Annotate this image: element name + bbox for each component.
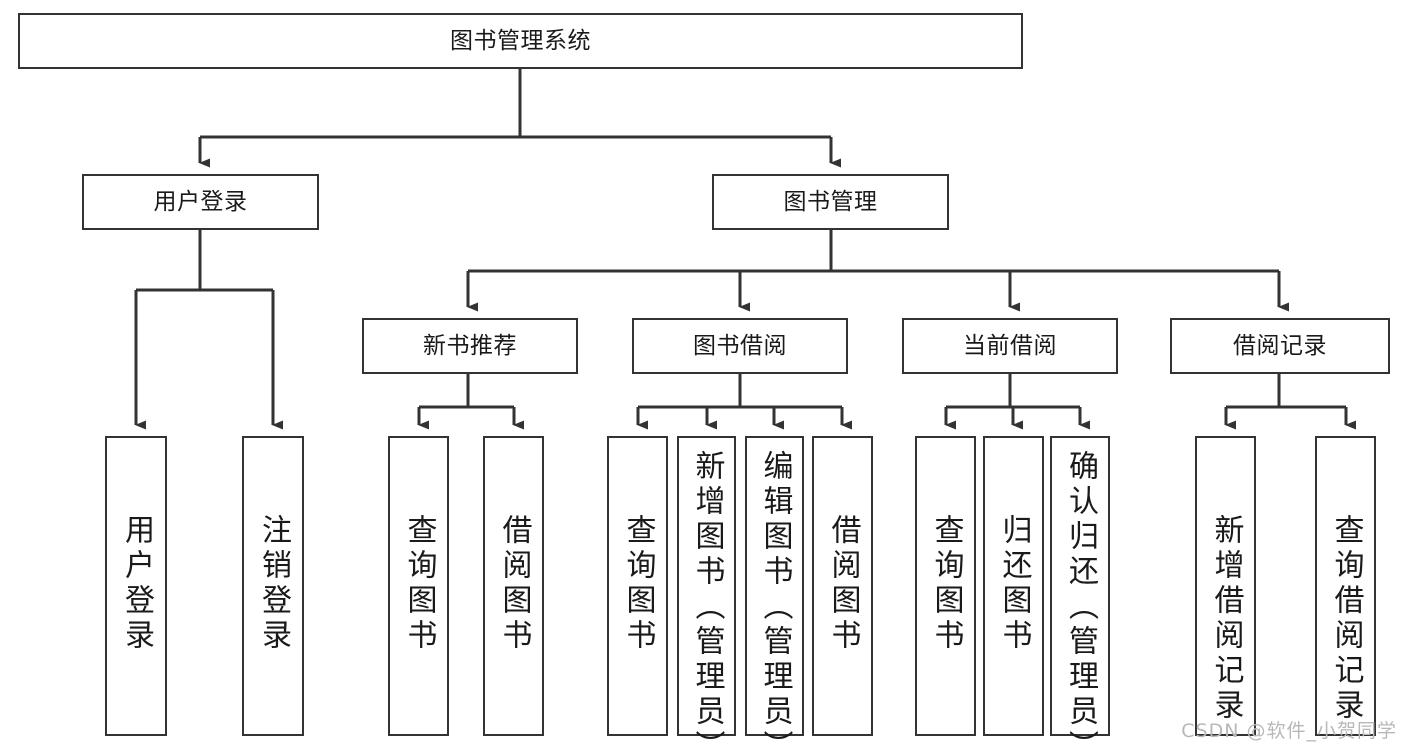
node-borrow-record[interactable]: 借阅记录 [1170, 318, 1390, 374]
node-leaf-query-book-borrow-label: 查询图书 [620, 514, 656, 654]
node-book-manage[interactable]: 图书管理 [712, 174, 949, 230]
node-current-borrow-label: 当前借阅 [963, 332, 1057, 359]
node-book-borrow[interactable]: 图书借阅 [632, 318, 848, 374]
node-leaf-edit-book[interactable]: 编辑图书（管理员） [745, 436, 804, 747]
node-leaf-query-record[interactable]: 查询借阅记录 [1315, 436, 1376, 736]
node-leaf-borrow-book-rec[interactable]: 借阅图书 [483, 436, 544, 736]
node-leaf-query-book-cur[interactable]: 查询图书 [915, 436, 976, 736]
node-leaf-borrow-book-label: 借阅图书 [825, 514, 861, 654]
node-leaf-edit-book-label: 编辑图书（管理员） [757, 450, 793, 747]
node-book-manage-label: 图书管理 [783, 188, 878, 215]
node-leaf-user-login-label: 用户登录 [119, 514, 154, 654]
node-leaf-add-record[interactable]: 新增借阅记录 [1195, 436, 1256, 736]
node-leaf-borrow-book[interactable]: 借阅图书 [812, 436, 873, 736]
node-leaf-query-record-label: 查询借阅记录 [1328, 514, 1364, 724]
node-leaf-confirm-return[interactable]: 确认归还（管理员） [1050, 436, 1110, 747]
node-user-login-label: 用户登录 [153, 188, 248, 215]
node-leaf-add-book[interactable]: 新增图书（管理员） [677, 436, 736, 747]
node-leaf-return-book-label: 归还图书 [996, 514, 1032, 654]
node-leaf-return-book[interactable]: 归还图书 [983, 436, 1044, 736]
node-leaf-user-login[interactable]: 用户登录 [105, 436, 167, 736]
node-leaf-logout-label: 注销登录 [256, 514, 291, 654]
node-root[interactable]: 图书管理系统 [18, 13, 1023, 69]
node-leaf-add-book-label: 新增图书（管理员） [689, 450, 725, 747]
node-new-book-recommend-label: 新书推荐 [423, 332, 517, 359]
node-new-book-recommend[interactable]: 新书推荐 [362, 318, 578, 374]
node-leaf-query-book-rec[interactable]: 查询图书 [388, 436, 449, 736]
node-current-borrow[interactable]: 当前借阅 [902, 318, 1118, 374]
csdn-watermark: CSDN @软件_小贺同学 [1181, 720, 1397, 742]
node-user-login[interactable]: 用户登录 [82, 174, 319, 230]
node-borrow-record-label: 借阅记录 [1233, 332, 1327, 359]
node-leaf-borrow-book-rec-label: 借阅图书 [496, 514, 532, 654]
node-leaf-query-book-borrow[interactable]: 查询图书 [607, 436, 668, 736]
node-leaf-confirm-return-label: 确认归还（管理员） [1063, 450, 1098, 747]
node-book-borrow-label: 图书借阅 [693, 332, 787, 359]
node-root-label: 图书管理系统 [450, 27, 591, 54]
node-leaf-query-book-rec-label: 查询图书 [401, 514, 437, 654]
node-leaf-add-record-label: 新增借阅记录 [1208, 514, 1244, 724]
node-leaf-query-book-cur-label: 查询图书 [928, 514, 964, 654]
node-leaf-logout[interactable]: 注销登录 [242, 436, 304, 736]
